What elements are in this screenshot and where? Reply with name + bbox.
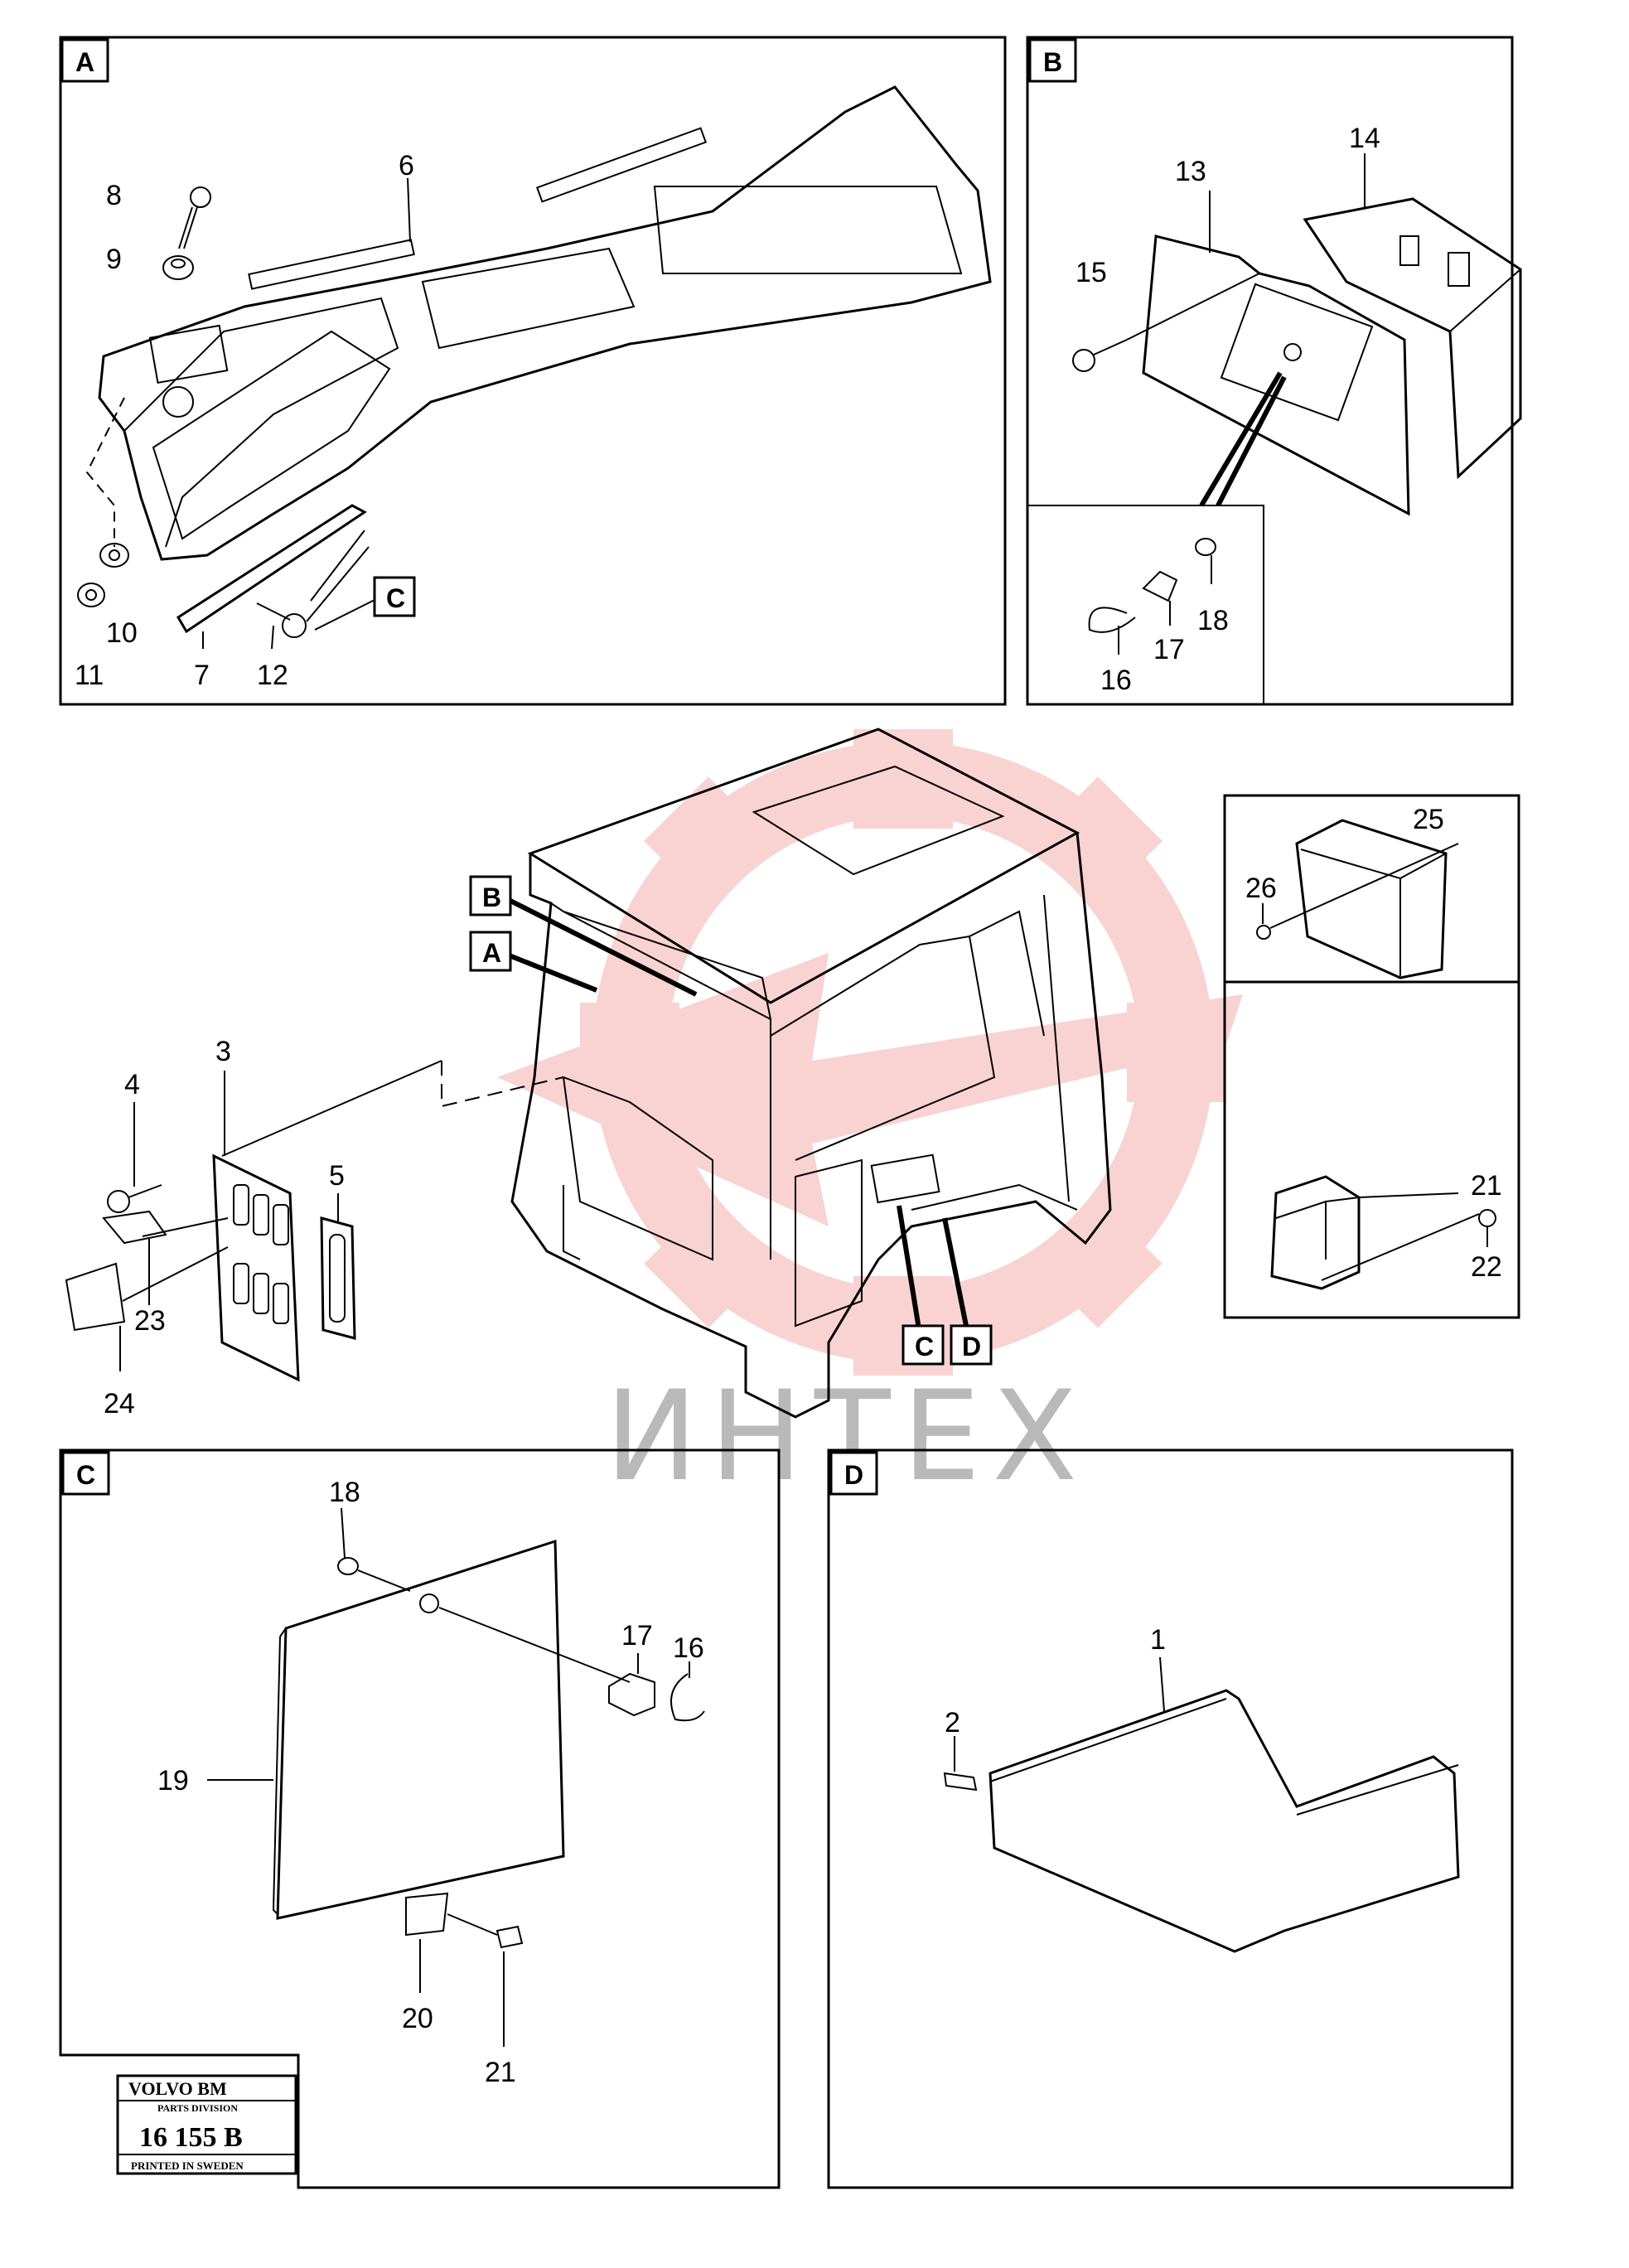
label-11: 11 (75, 660, 104, 691)
grommet-18-icon (1195, 538, 1216, 556)
cab-body (510, 832, 1112, 1419)
panel-d: D 2 1 (827, 1448, 1514, 2189)
label-13: 13 (1175, 156, 1206, 187)
label-14: 14 (1349, 123, 1380, 154)
cab-overview: B A C D 3 4 5 23 24 (65, 728, 1112, 1419)
label-18: 18 (329, 1477, 360, 1508)
panel-d-tag: D (844, 1460, 863, 1490)
label-19: 19 (157, 1765, 189, 1797)
label-21: 21 (485, 2057, 516, 2088)
stud-17-icon (1142, 570, 1178, 602)
screw-22-icon (1478, 1209, 1496, 1227)
label-26: 26 (1245, 873, 1277, 904)
label-22: 22 (1471, 1251, 1502, 1283)
clip-16-icon (670, 1673, 705, 1722)
label-7: 7 (194, 660, 210, 691)
label-20: 20 (402, 2003, 433, 2034)
label-3: 3 (215, 1036, 231, 1067)
stamp-printed: PRINTED IN SWEDEN (131, 2159, 244, 2172)
cab-tag-a: A (482, 938, 501, 968)
clip-16-icon (1088, 607, 1136, 633)
label-12: 12 (257, 660, 288, 691)
label-16: 16 (1100, 665, 1132, 696)
label-5: 5 (329, 1160, 345, 1192)
holder-bracket (1270, 1175, 1361, 1290)
stamp-number: 16 155 B (139, 2122, 243, 2153)
side-panel (989, 1689, 1460, 1953)
cover-plate (276, 1539, 565, 1920)
clip-23-icon (102, 1210, 167, 1245)
label-25: 25 (1413, 804, 1444, 835)
mounting-plate (1142, 235, 1410, 516)
screw-26-icon (1256, 925, 1271, 940)
washer-10-icon (99, 543, 129, 568)
storage-box (1295, 819, 1448, 979)
screw-15-icon (1072, 339, 1128, 372)
screw-12-icon (256, 602, 307, 638)
label-17: 17 (621, 1620, 653, 1651)
panel-a: A (59, 36, 1007, 706)
screw-4-icon (107, 1184, 162, 1213)
stud-17-icon (608, 1672, 655, 1717)
panel-b: B 14 13 15 16 17 18 (1026, 36, 1522, 706)
nut-9-icon (162, 255, 194, 280)
label-16: 16 (673, 1632, 704, 1664)
label-10: 10 (106, 617, 138, 649)
grommet-18-icon (337, 1557, 359, 1575)
stamp-brand: VOLVO BM (128, 2078, 227, 2099)
nut-11-icon (77, 583, 105, 607)
cab-tag-d: D (962, 1332, 981, 1361)
screw-8-icon (178, 186, 211, 249)
panel-c: C 18 17 16 19 20 21 (59, 1448, 781, 2189)
screw-21-icon (495, 1925, 524, 1949)
panel-b-tag: B (1043, 47, 1062, 77)
clip-24-icon (65, 1262, 126, 1332)
label-23: 23 (134, 1305, 166, 1337)
label-17: 17 (1153, 634, 1185, 665)
pin-2-icon (943, 1772, 978, 1792)
instrument-box (1303, 197, 1522, 480)
label-2: 2 (945, 1707, 960, 1738)
panel-e: 25 26 (1223, 794, 1520, 984)
stamp-division: PARTS DIVISION (157, 2102, 238, 2114)
label-8: 8 (106, 180, 122, 211)
label-18: 18 (1197, 605, 1229, 636)
label-1: 1 (1150, 1624, 1166, 1656)
panel-a-ref-c: C (386, 583, 405, 613)
panel-a-tag: A (75, 47, 94, 77)
vent-frame (320, 1216, 356, 1340)
panel-c-tag: C (76, 1460, 95, 1490)
bracket-20-icon (405, 1892, 449, 1937)
label-4: 4 (124, 1069, 140, 1100)
label-15: 15 (1076, 257, 1107, 288)
label-6: 6 (399, 150, 414, 181)
cab-tag-b: B (482, 883, 501, 912)
label-9: 9 (106, 244, 122, 275)
vent-plate (212, 1153, 300, 1382)
cab-tag-c: C (915, 1332, 934, 1361)
label-24: 24 (104, 1388, 135, 1419)
volvo-stamp: VOLVO BM PARTS DIVISION 16 155 B PRINTED… (116, 2074, 297, 2175)
label-21: 21 (1471, 1170, 1502, 1202)
panel-f: 21 22 (1223, 980, 1520, 1319)
dashboard-panel-outline (98, 85, 992, 561)
trim-strip (176, 504, 367, 634)
